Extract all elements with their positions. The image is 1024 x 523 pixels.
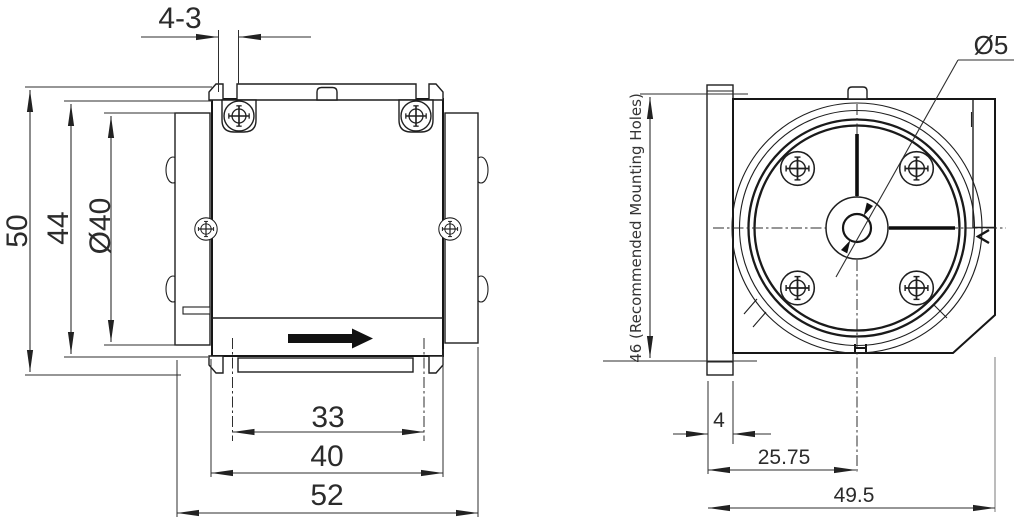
ring-mark-lower-left <box>743 298 758 315</box>
ring-mark-lower-left2 <box>752 311 767 328</box>
dim-label-overall-height: 50 <box>1 214 34 247</box>
front-view <box>706 84 1006 473</box>
dim-flange-thickness: 4 <box>673 381 771 474</box>
bottom-flange-plate <box>237 357 414 373</box>
dim-flange-width: 40 <box>210 349 444 477</box>
top-flange-left-post <box>208 83 224 101</box>
phillips-screw-icon <box>898 150 935 187</box>
phillips-screw-icon <box>400 100 432 132</box>
front-flange-bar <box>706 84 734 376</box>
dim-mount-diameter: Ø40 <box>84 112 176 346</box>
orientation-marker-icon <box>975 228 990 245</box>
dim-label-overall-width-front: 49.5 <box>834 484 875 507</box>
front-top-tab <box>847 86 868 100</box>
bottom-key-mark <box>854 344 867 352</box>
phillips-screw-icon <box>779 270 816 306</box>
side-view-dimensions: 4-3 50 44 Ø40 33 40 <box>1 2 479 517</box>
dim-label-flange-thickness: 4 <box>713 409 725 432</box>
dim-mounting-note: 46 (Recommended Mounting Holes) <box>603 93 757 363</box>
phillips-screw-icon <box>194 217 218 241</box>
dim-label-top-clearance: 4-3 <box>158 2 201 35</box>
bottom-flange-left-post <box>208 355 224 374</box>
dim-label-center-offset: 25.75 <box>758 446 811 469</box>
dim-body-height: 44 <box>42 100 212 358</box>
phillips-screw-icon <box>438 217 462 241</box>
dim-label-mounting-note: 46 (Recommended Mounting Holes) <box>627 93 645 363</box>
phillips-screw-icon <box>223 100 255 132</box>
top-tab <box>316 86 338 101</box>
dim-label-overall-width: 52 <box>310 479 343 512</box>
dim-overall-width: 52 <box>176 347 479 517</box>
dim-slot-spacing: 33 <box>232 401 424 436</box>
center-hole <box>841 212 873 244</box>
leader-arrow <box>863 202 873 216</box>
phillips-screw-icon <box>898 270 935 306</box>
dim-label-body-height: 44 <box>42 211 75 244</box>
dim-center-offset: 25.75 <box>708 446 856 474</box>
front-view-dimensions: 46 (Recommended Mounting Holes) 4 25.75 … <box>603 30 1014 512</box>
dim-label-mount-diameter: Ø40 <box>84 198 117 255</box>
dim-label-slot-spacing: 33 <box>311 401 344 434</box>
side-slot <box>182 306 211 315</box>
dim-label-flange-width: 40 <box>310 440 343 473</box>
side-body <box>211 98 444 357</box>
direction-arrow-icon <box>288 328 373 349</box>
dim-hole-diameter: Ø5 <box>835 30 1014 278</box>
leader-arrow <box>841 240 851 254</box>
phillips-screw-icon <box>779 150 816 187</box>
side-view <box>165 83 489 441</box>
dim-label-hole-diameter: Ø5 <box>974 30 1009 60</box>
dim-overall-width-front: 49.5 <box>708 357 996 512</box>
dim-overall-height: 50 <box>1 86 212 376</box>
ring-mark-lower-right <box>932 303 948 319</box>
dim-top-clearance: 4-3 <box>141 2 311 92</box>
